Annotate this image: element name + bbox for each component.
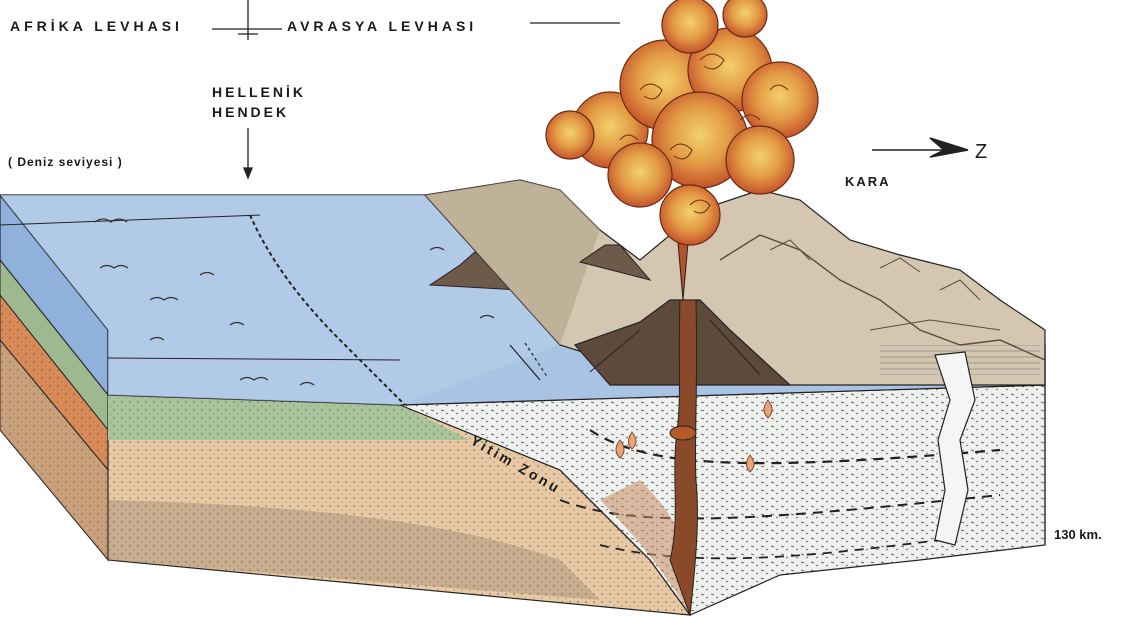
- north-label: Z: [975, 142, 987, 162]
- trench-label: HELLENİK HENDEK: [212, 82, 306, 122]
- down-arrow-icon: [244, 128, 252, 178]
- africa-plate-label: AFRİKA LEVHASI: [10, 19, 183, 33]
- trench-label-line1: HELLENİK: [212, 82, 306, 102]
- eurasia-plate-label: AVRASYA LEVHASI: [287, 19, 477, 33]
- land-label: KARA: [845, 175, 891, 188]
- sea-level-label: ( Deniz seviyesi ): [8, 156, 123, 168]
- trench-label-line2: HENDEK: [212, 102, 306, 122]
- depth-label: 130 km.: [1054, 528, 1102, 541]
- north-arrow-icon: [872, 138, 968, 157]
